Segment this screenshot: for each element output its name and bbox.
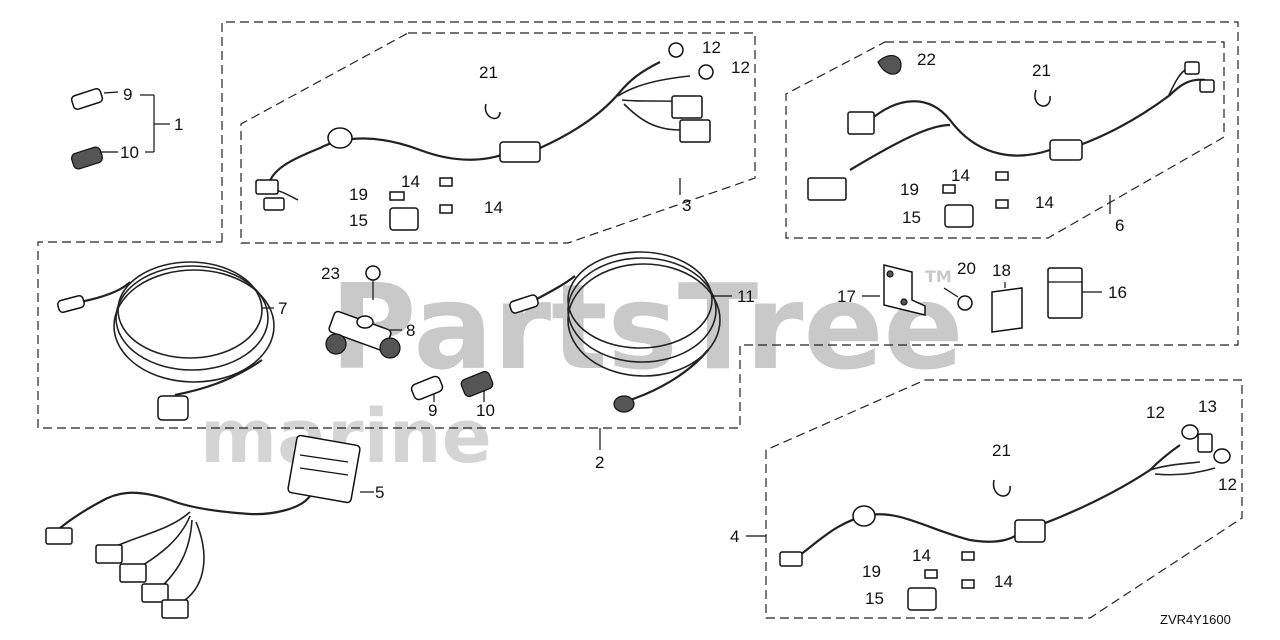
callout-15-g4: 15 <box>865 589 884 608</box>
callout-15-g6: 15 <box>902 208 921 227</box>
callout-7: 7 <box>278 299 287 318</box>
callout-6: 6 <box>1115 216 1124 235</box>
callout-22: 22 <box>917 50 936 69</box>
callout-19-g3: 19 <box>349 185 368 204</box>
callout-8: 8 <box>406 321 415 340</box>
callout-13: 13 <box>1198 397 1217 416</box>
callout-12-g4b: 12 <box>1218 475 1237 494</box>
callout-9-top: 9 <box>123 85 132 104</box>
callout-21-g4: 21 <box>992 441 1011 460</box>
harness-6 <box>807 54 1215 228</box>
harness-5 <box>45 434 361 619</box>
screw-20 <box>943 287 973 311</box>
callout-12-g4a: 12 <box>1146 403 1165 422</box>
callout-10-lower: 10 <box>476 401 495 420</box>
outline-group-6 <box>785 41 1225 239</box>
callout-11: 11 <box>737 287 755 306</box>
callout-19-g4: 19 <box>862 562 881 581</box>
callout-21-g3: 21 <box>479 63 498 82</box>
coil-cable-11 <box>509 251 721 413</box>
callout-9-lower: 9 <box>428 401 437 420</box>
callout-21-g6: 21 <box>1032 61 1051 80</box>
terminator-9-top <box>70 87 119 111</box>
callout-18: 18 <box>992 261 1011 280</box>
callout-15-g3: 15 <box>349 211 368 230</box>
callout-14-g6a: 14 <box>951 166 970 185</box>
callout-14-g3a: 14 <box>401 172 420 191</box>
callout-labels: 1 2 3 4 5 6 7 8 9 9 10 10 11 12 12 12 12… <box>120 38 1237 627</box>
callout-14-g6b: 14 <box>1035 193 1054 212</box>
coil-cable-7 <box>57 261 275 421</box>
tee-connector-8 <box>325 310 401 359</box>
watermark-brand: PartsTree <box>330 258 964 396</box>
callout-1: 1 <box>174 115 183 134</box>
outline-group-3 <box>240 32 756 244</box>
terminator-9-lower <box>410 375 444 401</box>
callout-4: 4 <box>730 527 739 546</box>
rubber-cover-18 <box>991 287 1023 333</box>
watermark: PartsTree TM marine <box>200 258 964 480</box>
cap-10-lower <box>460 370 494 398</box>
callout-20: 20 <box>957 259 976 278</box>
callout-3: 3 <box>682 196 691 215</box>
leader-lines <box>100 94 1111 537</box>
callout-16: 16 <box>1108 283 1127 302</box>
callout-23: 23 <box>321 264 340 283</box>
outline-group-4 <box>765 379 1243 619</box>
bracket-17 <box>883 264 926 316</box>
callout-10-top: 10 <box>120 143 139 162</box>
harness-4 <box>779 424 1231 611</box>
watermark-trademark: TM <box>925 267 952 286</box>
callout-14-g3b: 14 <box>484 198 503 217</box>
harness-3 <box>255 42 714 231</box>
relay-16 <box>1047 267 1083 319</box>
callout-17: 17 <box>837 287 856 306</box>
callout-12-g3b: 12 <box>731 58 750 77</box>
callout-14-g4a: 14 <box>912 546 931 565</box>
cap-10-top <box>70 146 104 170</box>
screw-23 <box>365 265 381 300</box>
callout-19-g6: 19 <box>900 180 919 199</box>
diagram-code: ZVR4Y1600 <box>1160 612 1231 627</box>
callout-12-g3a: 12 <box>702 38 721 57</box>
part-drawings <box>45 42 1231 619</box>
callout-5: 5 <box>375 483 384 502</box>
callout-2: 2 <box>595 453 604 472</box>
callout-14-g4b: 14 <box>994 572 1013 591</box>
group-outlines <box>37 21 1243 619</box>
